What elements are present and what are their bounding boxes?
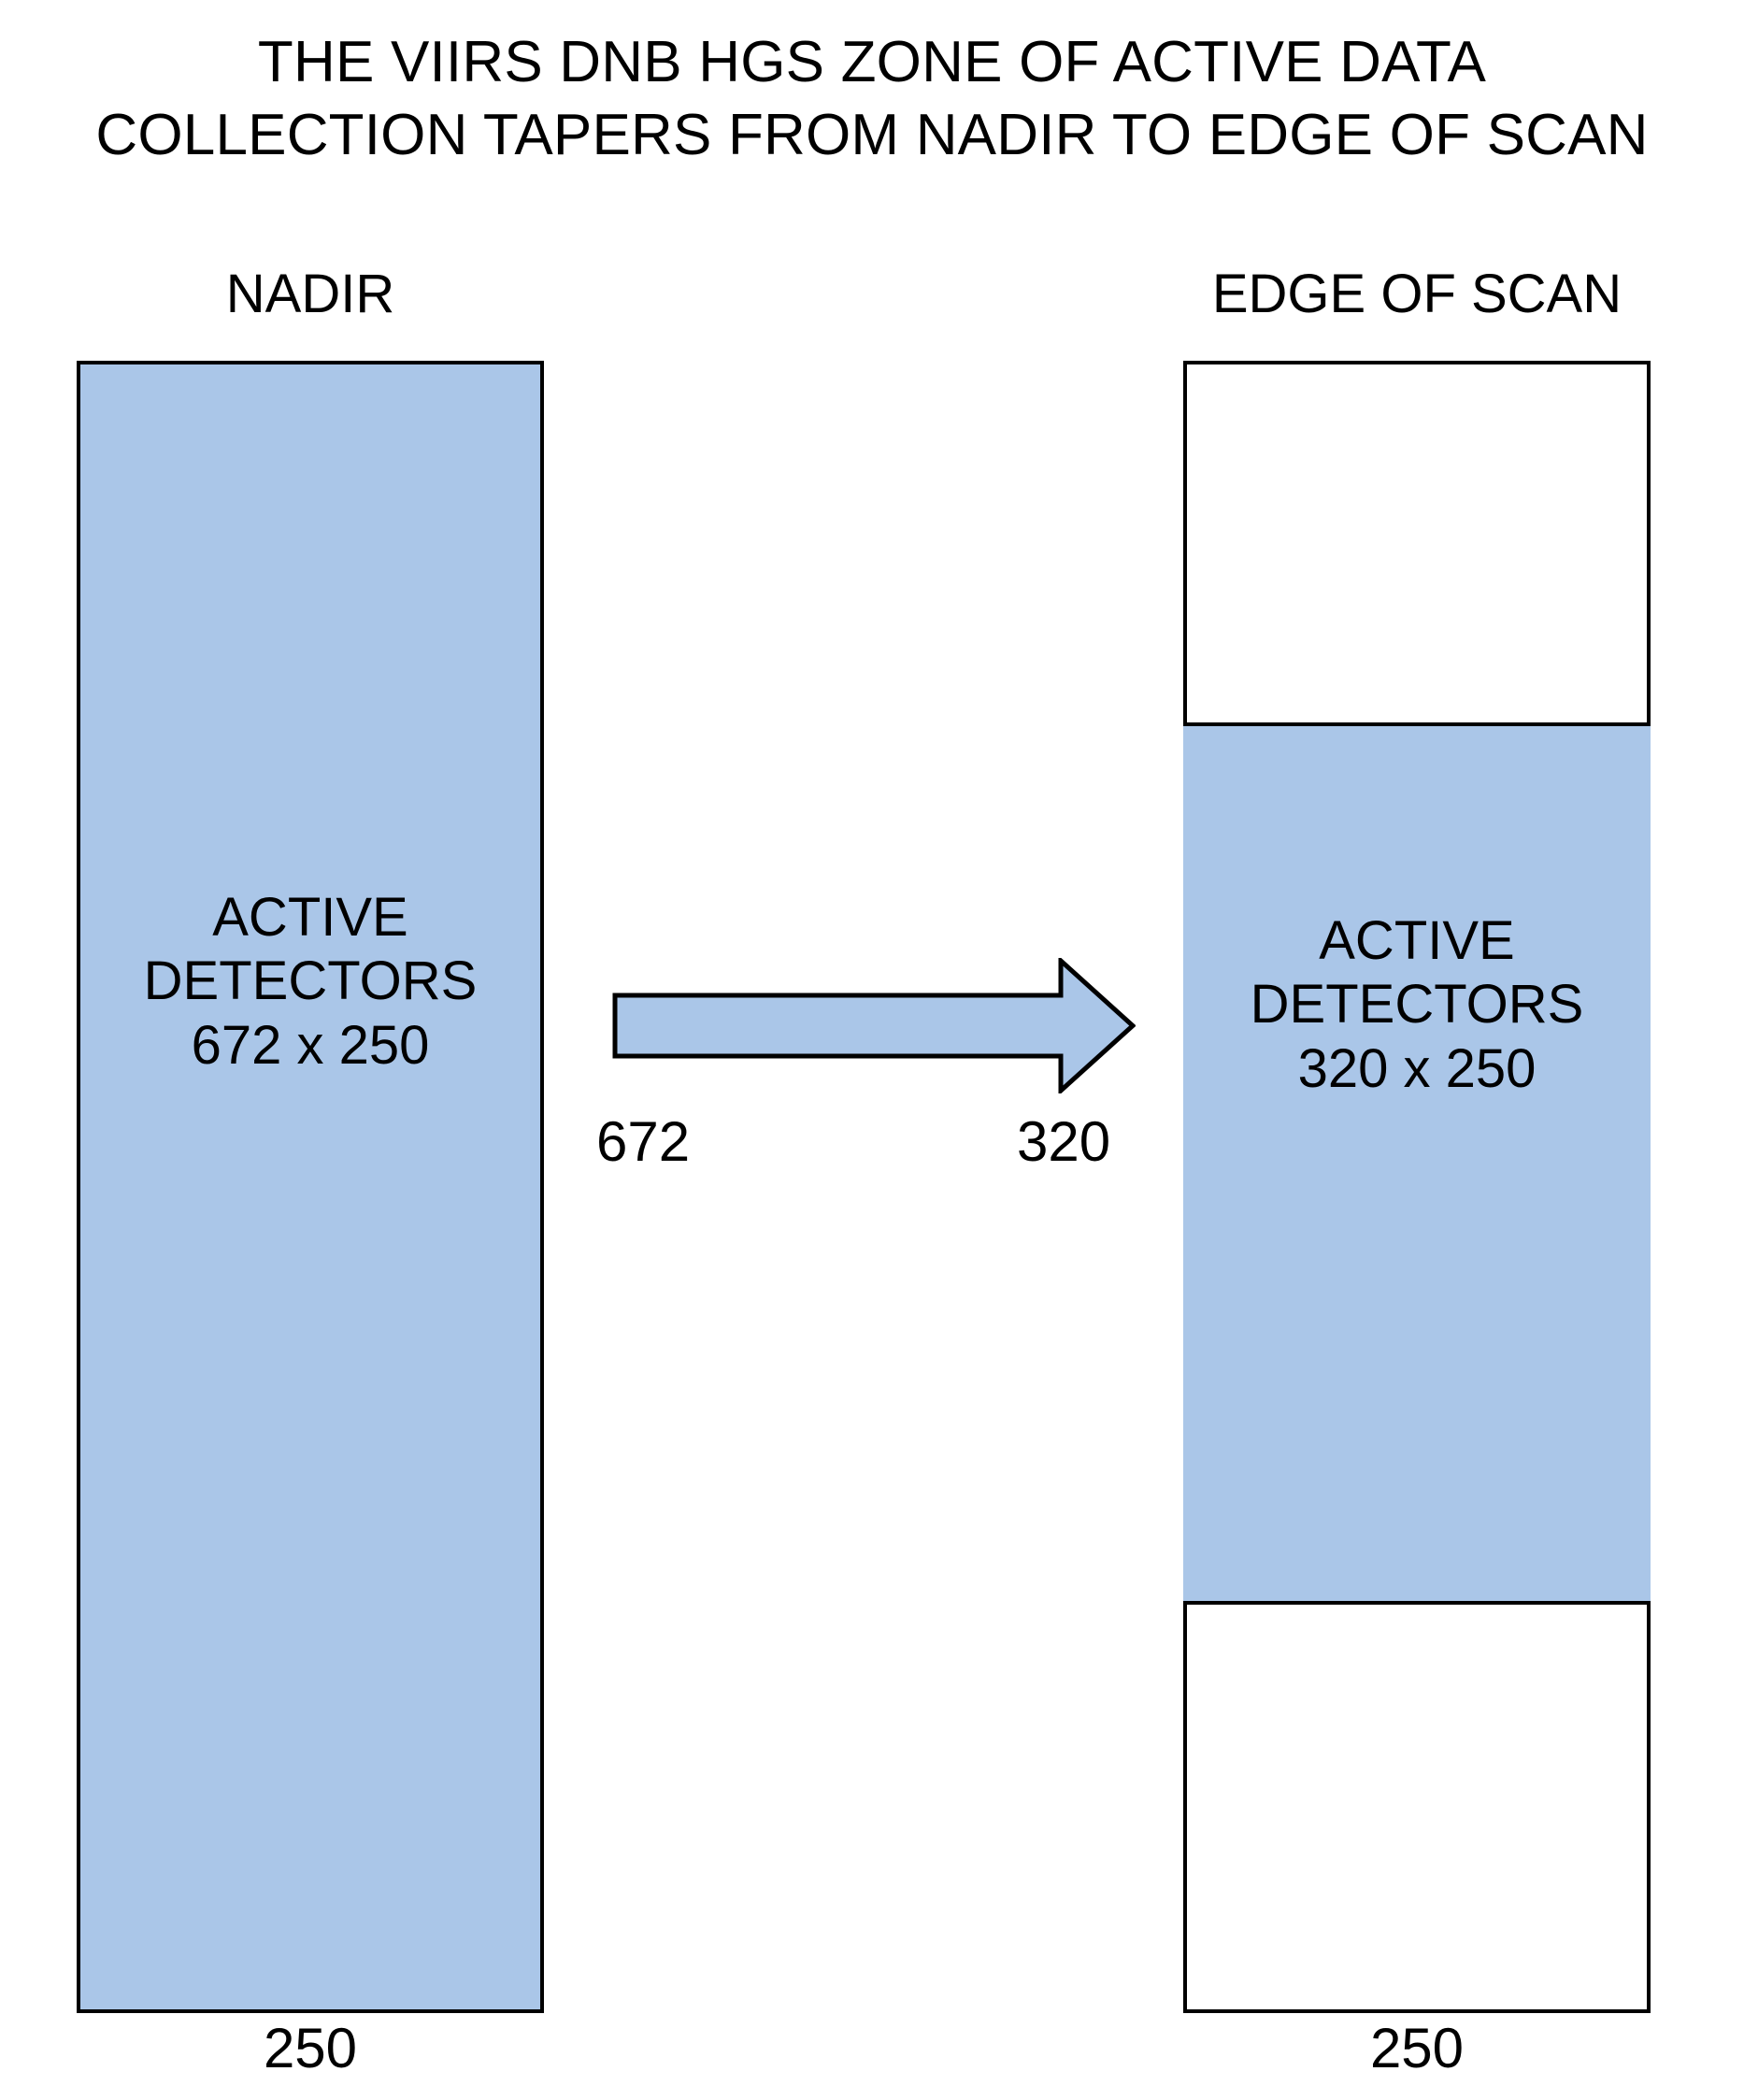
nadir-caption-line-1: ACTIVE bbox=[212, 887, 408, 948]
edge-caption-line-2: DETECTORS bbox=[1250, 974, 1584, 1036]
page-title-line-1: THE VIIRS DNB HGS ZONE OF ACTIVE DATA bbox=[257, 30, 1487, 94]
edge-of-scan-aggregation-dim-label: 320 bbox=[1017, 1110, 1111, 1173]
edge-of-scan-detector-array-panel: ACTIVE DETECTORS 320 x 250 bbox=[1183, 361, 1651, 2013]
edge-of-scan-column-header: EDGE OF SCAN bbox=[1211, 264, 1622, 324]
page-title: THE VIIRS DNB HGS ZONE OF ACTIVE DATA CO… bbox=[0, 26, 1744, 171]
page-title-line-2: COLLECTION TAPERS FROM NADIR TO EDGE OF … bbox=[95, 102, 1649, 167]
nadir-caption-line-3: 672 x 250 bbox=[191, 1014, 430, 1076]
edge-caption-line-1: ACTIVE bbox=[1319, 910, 1515, 971]
nadir-detector-array-panel: ACTIVE DETECTORS 672 x 250 bbox=[77, 361, 544, 2013]
right-arrow-icon bbox=[612, 958, 1136, 1093]
edge-of-scan-detector-dim-label: 250 bbox=[1369, 2017, 1465, 2079]
nadir-detector-dim-label: 250 bbox=[263, 2017, 358, 2079]
edge-of-scan-active-band: ACTIVE DETECTORS 320 x 250 bbox=[1183, 722, 1651, 1605]
nadir-aggregation-dim-label: 672 bbox=[596, 1110, 691, 1173]
nadir-column-header: NADIR bbox=[225, 264, 395, 324]
nadir-caption-line-2: DETECTORS bbox=[143, 950, 478, 1012]
edge-caption-line-3: 320 x 250 bbox=[1297, 1037, 1537, 1099]
edge-of-scan-active-detectors-caption: ACTIVE DETECTORS 320 x 250 bbox=[1183, 909, 1651, 1101]
nadir-active-detectors-caption: ACTIVE DETECTORS 672 x 250 bbox=[80, 886, 540, 1078]
